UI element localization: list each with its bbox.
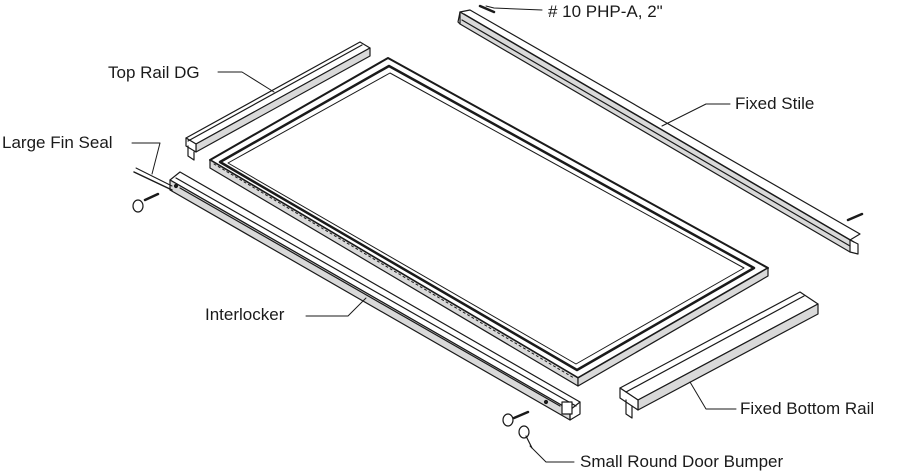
fixed-stile [457,9,861,255]
door-bumper-icon [132,199,533,449]
label-bumper: Small Round Door Bumper [580,452,784,471]
fixed-bottom-rail [619,291,819,419]
label-screw: # 10 PHP-A, 2" [548,2,663,21]
label-interlocker: Interlocker [205,305,285,324]
label-top-rail: Top Rail DG [108,63,200,82]
label-bottom-rail: Fixed Bottom Rail [740,399,875,418]
label-fixed-stile: Fixed Stile [735,94,815,113]
screw-icon [143,4,864,420]
label-fin-seal: Large Fin Seal [2,133,113,152]
top-rail [185,41,371,161]
interlocker [169,171,581,421]
leader-lines [131,5,737,463]
fin-seal-strip [133,167,173,191]
glass-panel [209,57,769,387]
